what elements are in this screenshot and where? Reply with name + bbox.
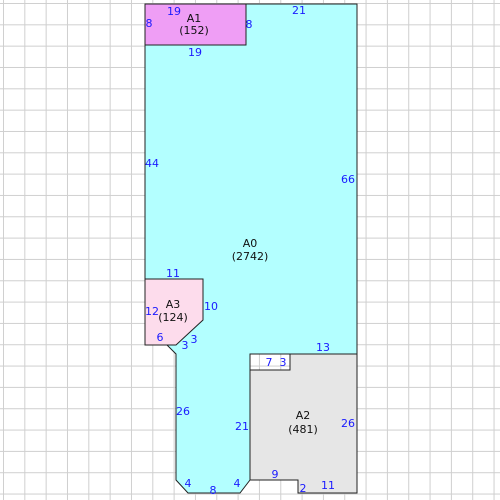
dim-a2-right: 26 (341, 417, 355, 430)
area-a3-shape[interactable] (144, 278, 204, 346)
dim-a3-right: 10 (204, 300, 218, 313)
dim-a1-left: 8 (146, 17, 153, 30)
dim-a0-bottom-chamfer-right: 4 (234, 477, 241, 490)
dim-a2-step-3: 3 (280, 356, 287, 369)
dim-a2-step-7: 7 (266, 356, 273, 369)
dim-a3-top: 11 (166, 267, 180, 280)
area-a2-name: A2 (296, 409, 311, 422)
area-a1-name: A1 (187, 12, 202, 25)
dim-a3-bottom: 6 (157, 331, 164, 344)
area-a1-shape[interactable] (144, 3, 247, 46)
dim-a0-bottom-chamfer-left: 4 (185, 477, 192, 490)
dim-a2-bottom-2: 2 (300, 482, 307, 495)
area-a1-value: (152) (179, 24, 209, 37)
dim-a1-bottom: 19 (188, 46, 202, 59)
dim-a0-left: 44 (145, 157, 159, 170)
area-a3-value: (124) (158, 311, 188, 324)
dim-a2-left: 21 (235, 420, 249, 433)
area-a3-name: A3 (166, 298, 181, 311)
dim-notch-b: 3 (191, 333, 198, 346)
dim-a0-bottom: 8 (210, 484, 217, 497)
dim-a0-top: 21 (292, 4, 306, 17)
dim-notch-a: 3 (182, 339, 189, 352)
area-a2-shape[interactable] (249, 353, 358, 494)
dim-a0-lower-left: 26 (176, 405, 190, 418)
dim-a1-right: 8 (246, 18, 253, 31)
area-a2-value: (481) (288, 423, 318, 436)
dim-a3-left: 12 (145, 305, 159, 318)
dim-a2-top: 13 (316, 341, 330, 354)
dim-a0-right: 66 (341, 173, 355, 186)
area-a0-value: (2742) (232, 250, 269, 263)
dim-a2-bottom-11: 11 (321, 479, 335, 492)
dim-a1-top: 19 (167, 5, 181, 18)
dim-a2-bottom-9: 9 (272, 468, 279, 481)
area-a0-name: A0 (243, 237, 258, 250)
